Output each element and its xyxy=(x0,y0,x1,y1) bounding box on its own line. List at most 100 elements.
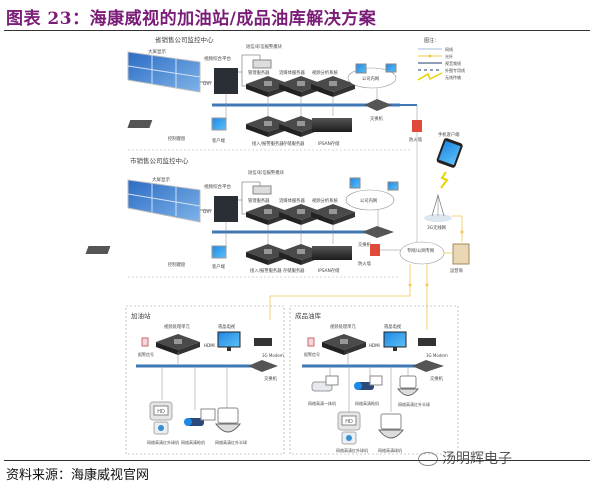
switch-label: 交换机 xyxy=(370,115,384,122)
alarm-module-label: 短信/彩信报警模块 xyxy=(248,169,285,176)
station-title: 加油站 xyxy=(131,311,151,320)
alarm-module-label: 短信/彩信报警模块 xyxy=(246,43,283,50)
station-camera-3-icon xyxy=(214,407,242,433)
depot-camera-4-icon xyxy=(337,411,361,445)
platform-label: 视频综合平台 xyxy=(204,55,231,62)
station-camera-label-2: 网络高清枪机 xyxy=(181,439,205,445)
depot-switch-label: 交换机 xyxy=(430,375,444,382)
firewall-label: 防火墙 xyxy=(409,136,423,143)
legend-label-2: 光纤 xyxy=(445,53,453,59)
station-switch-icon xyxy=(248,360,278,372)
firewall-icon xyxy=(370,244,380,256)
office-net-cloud-icon xyxy=(345,189,395,211)
depot-monitor-label: 液晶电视 xyxy=(384,323,402,330)
depot-title: 成品油库 xyxy=(295,311,322,320)
depot-camera-3-icon xyxy=(396,375,420,396)
client-label: 客户端 xyxy=(212,137,226,144)
station-modem-label: 3G Modem xyxy=(262,353,284,358)
private-net-label: 专网/公网专网 xyxy=(407,247,434,254)
depot-nvr-label: 视频处理单元 xyxy=(330,323,356,330)
carrier-label: 运营商 xyxy=(450,267,464,274)
legend: 图注： 网线 光纤 视音频线 外围专用线 无线传输 xyxy=(417,37,465,81)
client-pc-icon xyxy=(211,245,227,259)
server-top-label-3: 视频分析系统 xyxy=(312,197,338,204)
client-pc-icon xyxy=(211,117,227,131)
station-modem-icon xyxy=(254,338,272,346)
city-monitoring-center: 市销售公司监控中心 大屏显示 DVI 视频综合平台 短信/彩信报警模块 管理服务… xyxy=(85,156,402,278)
server-bottom-label-3: IPSAN存储 xyxy=(318,267,340,274)
video-wall-label: 大屏显示 xyxy=(148,48,166,55)
source-note: 资料来源：海康威视官网 xyxy=(6,468,150,483)
wan-section: 手机客户端 3G无线网 专网/公网专网 运营商 xyxy=(269,131,470,330)
station-nvr-icon xyxy=(156,334,200,355)
server-top-label-1: 管理服务器 xyxy=(248,197,270,204)
switch-icon xyxy=(364,99,392,111)
dvi-label: DVI xyxy=(203,209,211,215)
server-bottom-label-2: 存储服务器 xyxy=(283,140,305,147)
station-camera-label-1: 网络高清红外球机 xyxy=(147,439,179,445)
control-keyboard-icon xyxy=(127,120,153,128)
depot-monitor-icon xyxy=(383,331,407,348)
base-station-label: 3G无线网 xyxy=(427,224,446,231)
legend-label-4: 外围专用线 xyxy=(445,67,465,73)
legend-title: 图注： xyxy=(424,37,439,44)
title-divider xyxy=(4,30,590,31)
server-top-label-2: 流媒体服务器 xyxy=(279,69,305,76)
video-wall-icon xyxy=(127,179,201,223)
depot-camera-1-icon xyxy=(311,375,339,392)
station-alarm-icon xyxy=(141,337,149,347)
dvi-label: DVI xyxy=(203,81,211,87)
client-label: 客户端 xyxy=(212,263,226,270)
station-nvr-label: 视频处理单元 xyxy=(164,323,190,330)
ipsan-storage-icon xyxy=(312,246,352,260)
watermark: 汤明辉电子 xyxy=(418,448,512,468)
server-top-label-2: 流媒体服务器 xyxy=(279,197,305,204)
depot-alarm-label: 报警信号 xyxy=(304,351,320,357)
legend-label-3: 视音频线 xyxy=(445,60,461,66)
legend-label-1: 网线 xyxy=(445,46,453,52)
depot-camera-label-1: 网络高清一体机 xyxy=(308,400,336,406)
server-bottom-label-1: 接入/报警服务器 xyxy=(250,267,282,274)
depot-alarm-icon xyxy=(307,337,315,347)
office-net-label: 公司内网 xyxy=(360,197,377,204)
platform-icon xyxy=(214,196,238,222)
center1-title: 省销售公司监控中心 xyxy=(155,35,214,44)
server-top-label-1: 管理服务器 xyxy=(248,69,270,76)
analysis-system-icon xyxy=(311,204,355,225)
keyboard-label: 控制键盘 xyxy=(168,261,186,268)
server-top-label-3: 视频分析系统 xyxy=(312,69,338,76)
gas-station-panel: 加油站 视频处理单元 HDMI 液晶电视 报警信号 3G Modem 交换机 网… xyxy=(125,305,285,455)
station-hdmi-label: HDMI xyxy=(204,343,215,348)
center2-title: 市销售公司监控中心 xyxy=(130,156,189,165)
oil-depot-panel: 成品油库 视频处理单元 HDMI 液晶电视 报警信号 3G Modem 交换机 xyxy=(289,305,459,455)
alarm-module-icon xyxy=(252,185,272,195)
depot-camera-label-2: 网络高清枪机 xyxy=(355,400,379,406)
control-keyboard-icon xyxy=(85,246,111,254)
station-camera-1-icon xyxy=(149,401,173,435)
video-wall-icon xyxy=(127,51,201,93)
depot-camera-5-icon xyxy=(377,413,405,439)
platform-icon xyxy=(214,68,238,94)
depot-switch-icon xyxy=(412,360,444,372)
depot-modem-label: 3G Modem xyxy=(426,353,448,358)
figure-title: 图表 23：海康威视的加油站/成品油库解决方案 xyxy=(6,9,377,29)
mobile-client-label: 手机客户端 xyxy=(438,131,460,138)
alarm-module-icon xyxy=(252,59,272,69)
depot-camera-2-icon xyxy=(354,375,383,390)
wireless-link-icon xyxy=(440,171,449,189)
station-switch-label: 交换机 xyxy=(264,375,278,382)
depot-camera-label-5: 网络高清球机 xyxy=(378,447,402,453)
watermark-text: 汤明辉电子 xyxy=(442,451,512,467)
depot-camera-label-3: 网络高清红外半球 xyxy=(398,401,430,407)
switch-icon xyxy=(362,226,394,238)
depot-camera-label-4: 网络高清红外球机 xyxy=(336,447,368,453)
platform-label: 视频综合平台 xyxy=(204,183,231,190)
fiber-link-station xyxy=(269,264,411,320)
smartphone-icon xyxy=(436,138,463,168)
firewall-label: 防火墙 xyxy=(358,260,372,267)
provincial-monitoring-center: 省销售公司监控中心 大屏显示 DVI 视频综合平台 短信/彩信报警模块 管理服务… xyxy=(127,35,423,151)
station-monitor-label: 液晶电视 xyxy=(218,323,236,330)
depot-modem-icon xyxy=(418,338,436,346)
office-net-label: 公司内网 xyxy=(362,75,379,82)
